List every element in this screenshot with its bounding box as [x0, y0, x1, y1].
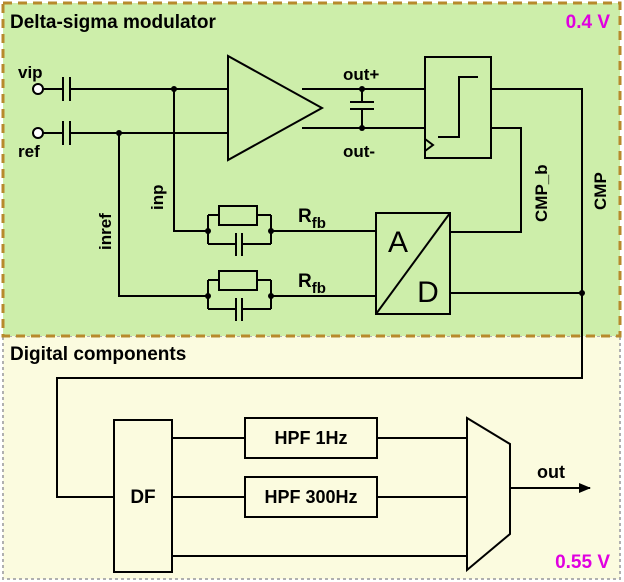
- df-block: [113, 419, 173, 573]
- adc-block: [375, 212, 451, 315]
- adc-d-label: D: [417, 276, 439, 309]
- rc2-junction-right: [268, 293, 274, 299]
- output-label: out: [537, 462, 565, 482]
- junction-out-minus: [359, 125, 365, 131]
- rfb-main-1: R: [298, 206, 312, 227]
- hpf-1hz-label: HPF 1Hz: [274, 428, 347, 448]
- digital-wires: [172, 437, 467, 557]
- df-label: DF: [130, 487, 155, 508]
- amplifier: [227, 54, 325, 162]
- rfb-label-2: Rfb: [298, 271, 326, 297]
- inp-label: inp: [148, 185, 167, 211]
- multiplexer: [466, 416, 511, 573]
- rfb-sub-2: fb: [312, 280, 326, 297]
- hpf-300hz-label: HPF 300Hz: [264, 487, 357, 507]
- rc-feedback-1: [207, 205, 272, 256]
- rc2-junction-left: [205, 293, 211, 299]
- digital-title: Digital components: [10, 344, 186, 365]
- cmp-b-label: CMP_b: [532, 164, 551, 222]
- hpf-300hz-block: [244, 476, 378, 518]
- junction-out-plus: [359, 86, 365, 92]
- input-vip: [32, 77, 228, 101]
- digital-voltage: 0.55 V: [555, 552, 610, 573]
- inref-label: inref: [96, 213, 115, 250]
- junction-inref: [116, 130, 122, 136]
- out-plus-label: out+: [343, 65, 379, 84]
- feedback-wires: [118, 89, 582, 297]
- vip-label: vip: [18, 63, 43, 82]
- input-ref: [32, 121, 228, 145]
- rfb-sub-1: fb: [312, 215, 326, 232]
- rc-feedback-2: [207, 270, 272, 321]
- rc1-junction-left: [205, 228, 211, 234]
- modulator-voltage: 0.4 V: [566, 12, 611, 33]
- modulator-region: [1, 1, 622, 338]
- junction-inp: [171, 86, 177, 92]
- rc1-junction-right: [268, 228, 274, 234]
- rfb-main-2: R: [298, 271, 312, 292]
- rfb-label-1: Rfb: [298, 206, 326, 232]
- adc-a-label: A: [388, 226, 408, 259]
- modulator-title: Delta-sigma modulator: [10, 12, 216, 33]
- comparator: [424, 56, 492, 159]
- ref-label: ref: [18, 142, 40, 161]
- cmp-wires: [56, 88, 583, 498]
- out-minus-label: out-: [343, 142, 375, 161]
- cmp-label: CMP: [591, 172, 610, 210]
- hpf-1hz-block: [244, 417, 378, 459]
